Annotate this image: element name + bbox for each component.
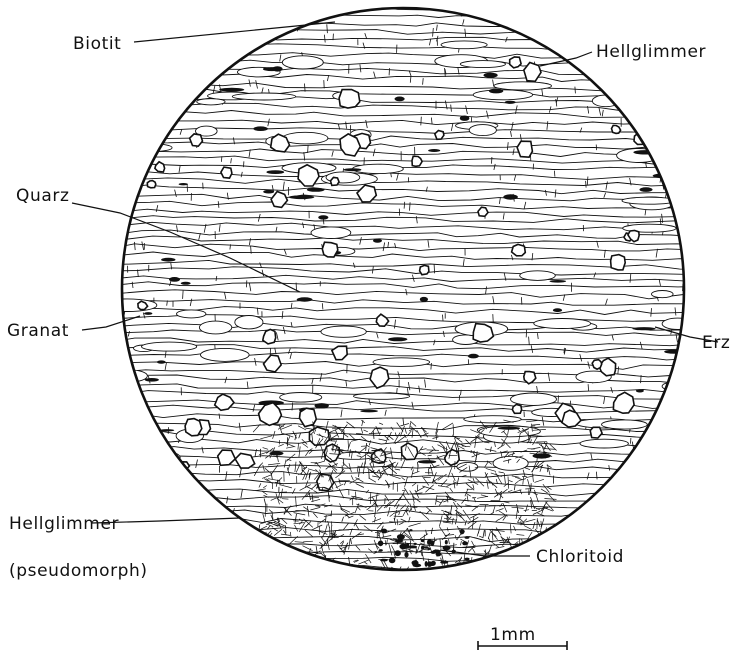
label-granat: Granat: [7, 321, 69, 341]
label-biotit: Biotit: [73, 34, 121, 54]
label-hellglimmer-pseudo: Hellglimmer: [9, 514, 119, 534]
scale-bar-label: 1mm: [490, 625, 536, 645]
label-pseudomorph: (pseudomorph): [9, 561, 148, 581]
label-hellglimmer-top: Hellglimmer: [596, 42, 706, 62]
thin-section-view: [98, 5, 735, 579]
scale-bar: 1mm: [478, 625, 567, 650]
label-quarz: Quarz: [16, 186, 70, 206]
thin-section-background: [122, 8, 684, 570]
label-erz: Erz: [702, 333, 730, 353]
label-chloritoid: Chloritoid: [536, 547, 624, 567]
